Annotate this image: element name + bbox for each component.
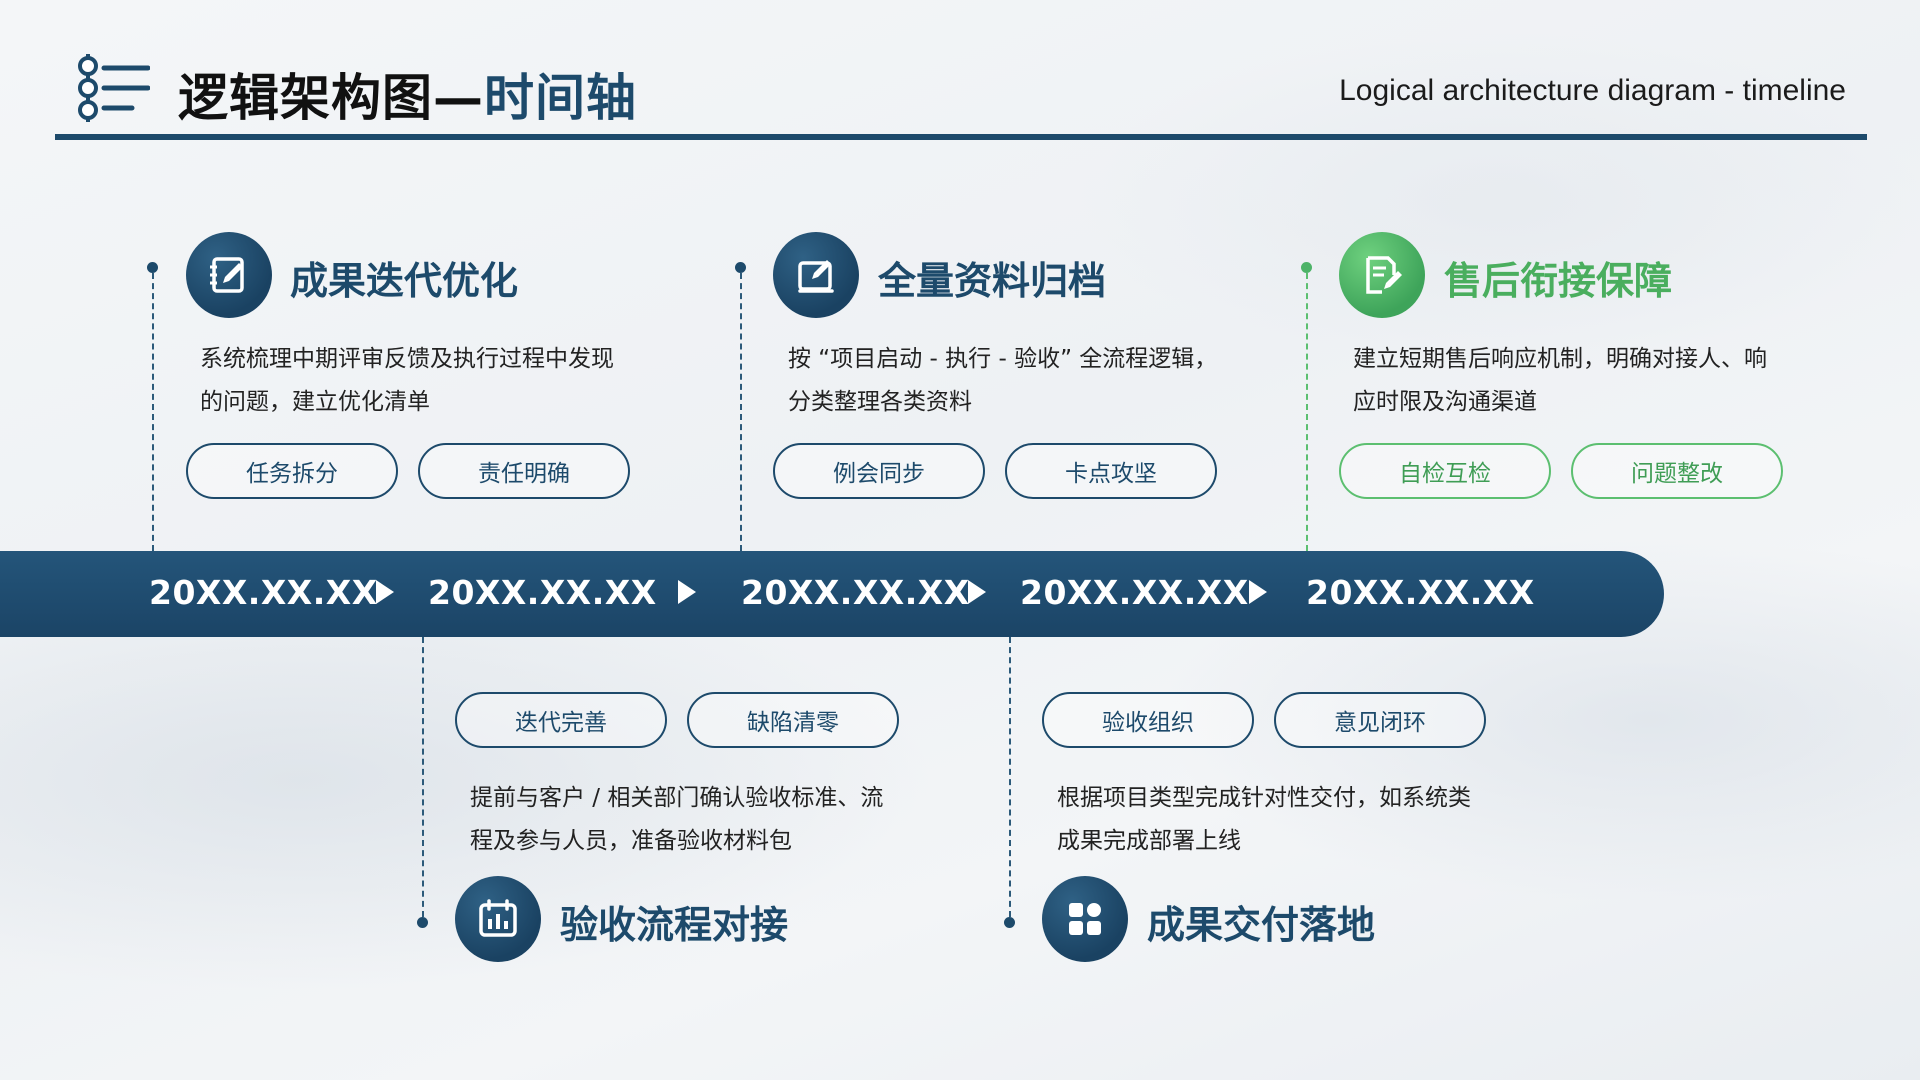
card-2-description: 按 “项目启动 - 执行 - 验收” 全流程逻辑， 分类整理各类资料 — [788, 338, 1248, 424]
timeline-date: 20XX.XX.XX — [1020, 573, 1249, 612]
card-4-tag: 迭代完善 — [455, 692, 667, 748]
card-4-title: 验收流程对接 — [560, 903, 789, 947]
card-3-tag: 问题整改 — [1571, 443, 1783, 499]
card-5-description: 根据项目类型完成针对性交付，如系统类 成果完成部署上线 — [1057, 777, 1517, 863]
page-title: 逻辑架构图—时间轴 — [178, 58, 637, 130]
arrow-right-icon — [968, 580, 986, 604]
card-5-title: 成果交付落地 — [1147, 903, 1376, 947]
connector-line — [1306, 273, 1308, 551]
connector-dot — [735, 262, 746, 273]
calendar-chart-icon — [479, 899, 517, 937]
card-3-title: 售后衔接保障 — [1444, 259, 1673, 303]
card-4-icon-circle — [455, 876, 541, 962]
card-1-desc-line: 的问题，建立优化清单 — [200, 389, 430, 415]
grid-apps-icon — [1069, 903, 1101, 935]
connector-dot — [417, 917, 428, 928]
card-4-description: 提前与客户 / 相关部门确认验收标准、流 程及参与人员，准备验收材料包 — [470, 777, 930, 863]
form-pencil-icon — [1366, 256, 1402, 294]
card-4-desc-line: 提前与客户 / 相关部门确认验收标准、流 — [470, 785, 884, 811]
card-2-tag: 例会同步 — [773, 443, 985, 499]
arrow-right-icon — [678, 580, 696, 604]
card-3-description: 建立短期售后响应机制，明确对接人、响 应时限及沟通渠道 — [1353, 338, 1813, 424]
connector-line — [422, 637, 424, 917]
card-3-desc-line: 应时限及沟通渠道 — [1353, 389, 1537, 415]
arrow-right-icon — [376, 580, 394, 604]
timeline-date: 20XX.XX.XX — [428, 573, 657, 612]
timeline-date: 20XX.XX.XX — [741, 573, 970, 612]
card-2-tag: 卡点攻坚 — [1005, 443, 1217, 499]
header-divider — [55, 134, 1867, 140]
card-3-desc-line: 建立短期售后响应机制，明确对接人、响 — [1353, 346, 1767, 372]
arrow-right-icon — [1249, 580, 1267, 604]
card-5-desc-line: 根据项目类型完成针对性交付，如系统类 — [1057, 785, 1471, 811]
connector-line — [1009, 637, 1011, 917]
page-title-main: 逻辑架构图— — [178, 69, 484, 127]
edit-note-icon — [210, 257, 244, 293]
timeline-date: 20XX.XX.XX — [1306, 573, 1535, 612]
card-5-desc-line: 成果完成部署上线 — [1057, 828, 1241, 854]
card-1-description: 系统梳理中期评审反馈及执行过程中发现 的问题，建立优化清单 — [200, 338, 660, 424]
card-3-tag: 自检互检 — [1339, 443, 1551, 499]
card-1-desc-line: 系统梳理中期评审反馈及执行过程中发现 — [200, 346, 614, 372]
card-1-title: 成果迭代优化 — [290, 259, 519, 303]
card-2-icon-circle — [773, 232, 859, 318]
card-3-icon-circle — [1339, 232, 1425, 318]
card-4-tag: 缺陷清零 — [687, 692, 899, 748]
connector-dot — [147, 262, 158, 273]
connector-line — [740, 273, 742, 551]
card-5-tag: 意见闭环 — [1274, 692, 1486, 748]
card-2-desc-line: 按 “项目启动 - 执行 - 验收” 全流程逻辑， — [788, 346, 1218, 372]
connector-line — [152, 273, 154, 551]
card-1-tag: 责任明确 — [418, 443, 630, 499]
connector-dot — [1301, 262, 1312, 273]
timeline-bar — [0, 551, 1664, 637]
timeline-date: 20XX.XX.XX — [149, 573, 378, 612]
card-1-icon-circle — [186, 232, 272, 318]
card-5-icon-circle — [1042, 876, 1128, 962]
page-subtitle: Logical architecture diagram - timeline — [1339, 74, 1846, 107]
timeline-list-icon — [78, 54, 150, 122]
connector-dot — [1004, 917, 1015, 928]
card-5-tag: 验收组织 — [1042, 692, 1254, 748]
page-title-accent: 时间轴 — [484, 69, 637, 127]
card-4-desc-line: 程及参与人员，准备验收材料包 — [470, 828, 792, 854]
card-1-tag: 任务拆分 — [186, 443, 398, 499]
card-2-desc-line: 分类整理各类资料 — [788, 389, 972, 415]
document-edit-icon — [798, 260, 834, 293]
card-2-title: 全量资料归档 — [878, 259, 1107, 303]
